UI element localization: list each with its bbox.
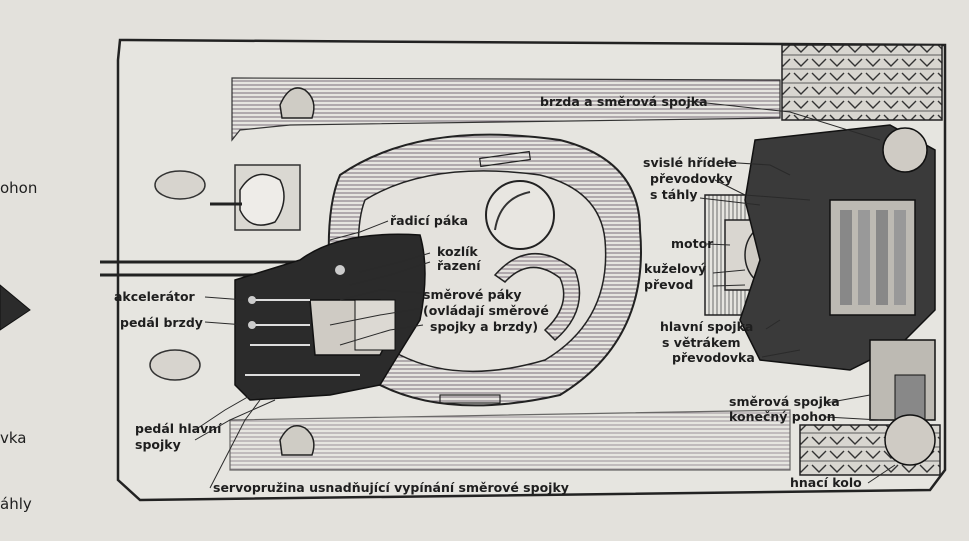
label-kozlik-2: řazení (437, 258, 481, 273)
label-kozlik-1: kozlík (437, 244, 478, 259)
track-top (781, 44, 943, 121)
drive-sprocket (884, 414, 936, 466)
headlight-lamp (239, 173, 285, 226)
hatch-bottom-oval (149, 349, 201, 381)
sight-circle-top (485, 180, 555, 250)
left-partial-shape (0, 284, 31, 331)
slot-top (479, 150, 531, 168)
side-text-pohon: ohon (0, 179, 37, 197)
sight-ring-bottom (493, 252, 581, 342)
gearbox-gears (840, 210, 906, 305)
label-prevodovka: převodovka (672, 350, 755, 365)
label-pedal-hlavni-1: pedál hlavní (135, 421, 222, 436)
label-motor: motor (671, 236, 714, 251)
hull-inner-top (231, 77, 781, 142)
hull-inner-bottom (229, 409, 791, 471)
side-text-vka: vka (0, 429, 27, 447)
hatch-top-oval (154, 170, 206, 200)
label-pedal-hlavni-2: spojky (135, 437, 181, 452)
label-akcelerator: akcelerátor (114, 289, 196, 304)
label-hnaci: hnací kolo (790, 475, 862, 490)
label-svisle-1: svislé hřídele (643, 155, 737, 170)
leader-lines (194, 100, 896, 489)
pedal-linkage (245, 265, 360, 376)
sight-arc-top (494, 191, 531, 231)
side-text-ahly: áhly (0, 495, 32, 513)
label-pedal-brzdy: pedál brzdy (120, 315, 203, 330)
label-svisle-2: převodovky (650, 171, 732, 186)
label-radici: řadicí páka (390, 213, 468, 228)
label-svisle-3: s táhly (650, 187, 698, 202)
periscope-bottom (279, 425, 315, 456)
periscope-top (279, 87, 315, 119)
brake-drum-top (882, 127, 928, 173)
label-servo: servopružina usnadňující vypínání směrov… (213, 480, 569, 495)
label-kuzelovy-1: kuželový (644, 261, 706, 276)
slot-bottom (439, 394, 501, 404)
label-hlavni-1: hlavní spojka (660, 319, 753, 334)
label-smerova-spojka: směrová spojka (729, 394, 840, 409)
driver-seat-back (354, 299, 396, 351)
label-hlavni-2: s větrákem (662, 335, 740, 350)
label-brzda: brzda a směrová spojka (540, 94, 708, 109)
label-konecny: konečný pohon (729, 409, 836, 424)
label-smerove-1: směrové páky (423, 287, 522, 302)
label-kuzelovy-2: převod (644, 277, 693, 292)
label-smerove-3: spojky a brzdy) (430, 319, 538, 334)
label-smerove-2: (ovládají směrové (423, 303, 549, 318)
